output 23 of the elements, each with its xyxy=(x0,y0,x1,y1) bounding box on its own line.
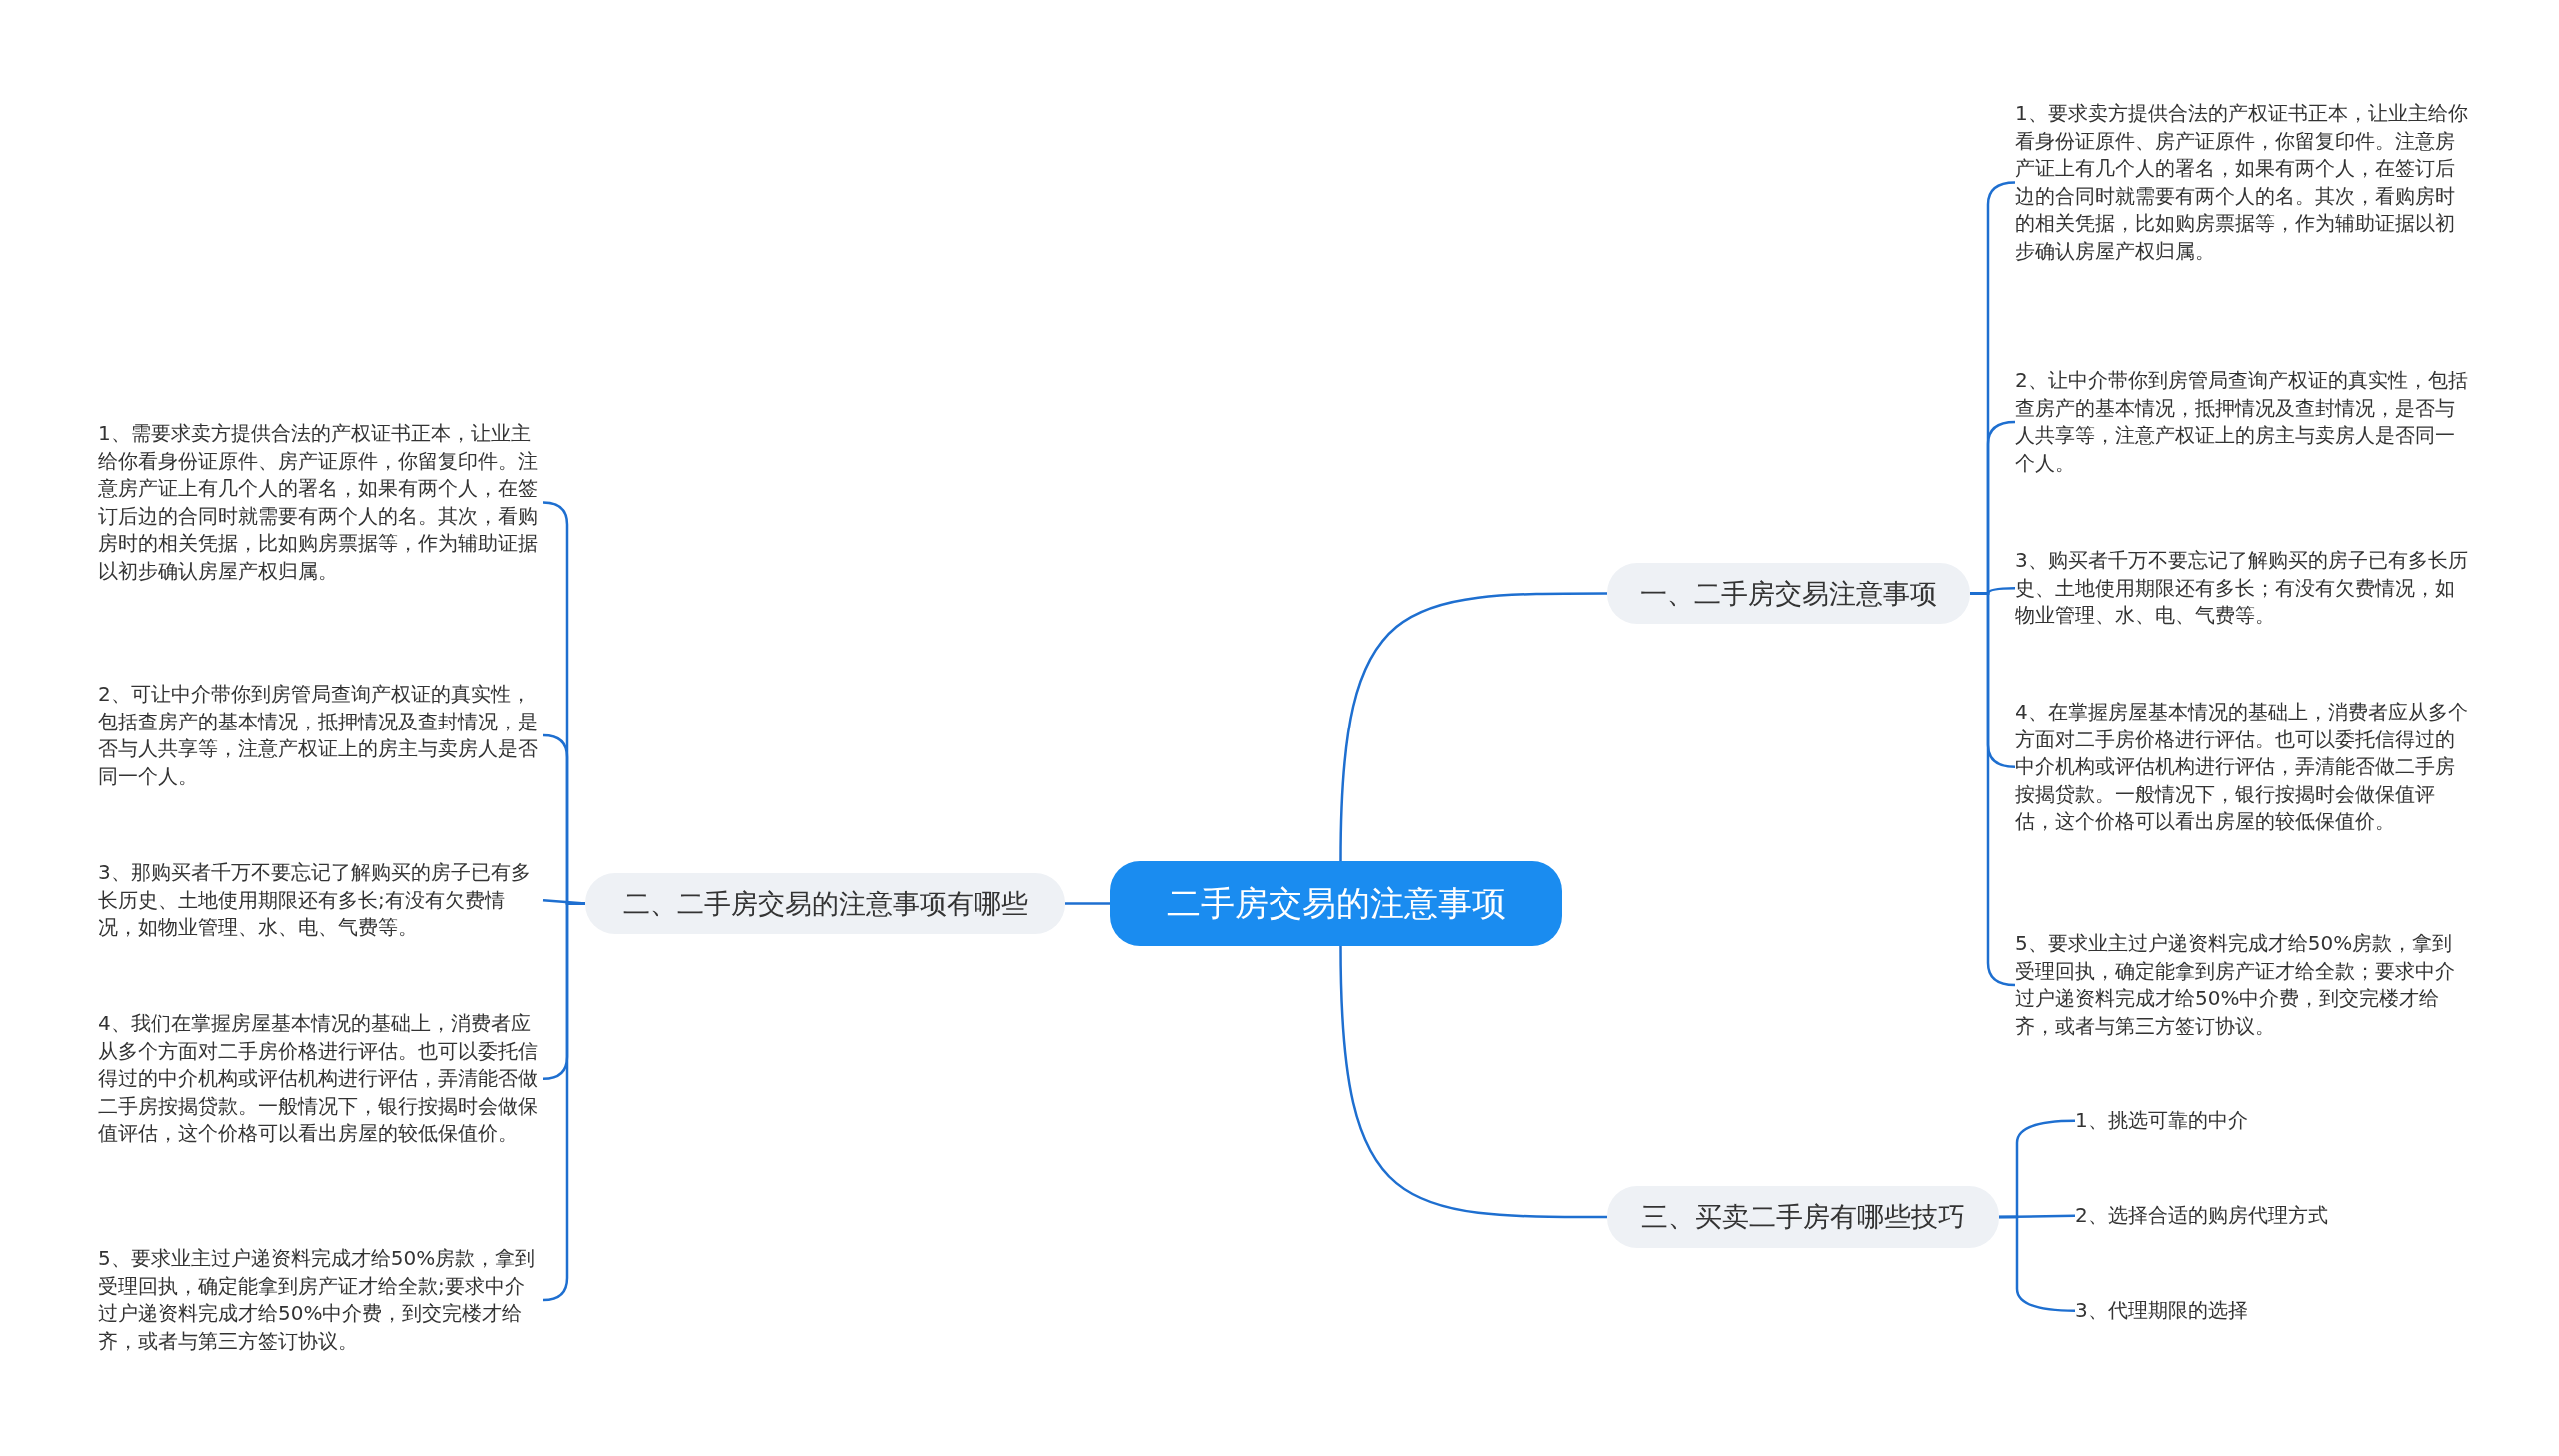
connector xyxy=(1065,902,1110,905)
note-text: 1、挑选可靠的中介 xyxy=(2075,1107,2375,1135)
note-text: 3、购买者千万不要忘记了解购买的房子已有多长历史、土地使用期限还有多长；有没有欠费情况，如物业管理、水、电、气费等。 xyxy=(2015,547,2470,630)
central-topic: 二手房交易的注意事项 xyxy=(1110,861,1562,946)
note-text: 5、要求业主过户递资料完成才给50%房款，拿到受理回执，确定能拿到房产证才给全款;要求中介过户递资料完成才给50%中介费，到交完楼才给齐，或者与第三方签订协议。 xyxy=(98,1245,543,1355)
note-text: 2、选择合适的购房代理方式 xyxy=(2075,1202,2405,1230)
note-text: 3、代理期限的选择 xyxy=(2075,1297,2375,1325)
topic-box: 三、买卖二手房有哪些技巧 xyxy=(1607,1186,1999,1248)
topic-box: 二、二手房交易的注意事项有哪些 xyxy=(585,873,1065,934)
topic-box: 一、二手房交易注意事项 xyxy=(1607,563,1970,624)
note-text: 2、可让中介带你到房管局查询产权证的真实性，包括查房产的基本情况，抵押情况及查封情况，是否与人共享等，注意产权证上的房主与卖房人是否同一个人。 xyxy=(98,681,543,790)
connector xyxy=(1999,1215,2076,1312)
connector xyxy=(1970,592,2016,987)
note-text: 2、让中介带你到房管局查询产权证的真实性，包括查房产的基本情况，抵押情况及查封情况，是否与人共享等，注意产权证上的房主与卖房人是否同一个人。 xyxy=(2015,367,2470,477)
note-text: 3、那购买者千万不要忘记了解购买的房子已有多长历史、土地使用期限还有多长;有没有欠费情况，如物业管理、水、电、气费等。 xyxy=(98,859,543,942)
connector xyxy=(542,902,585,1302)
note-text: 5、要求业主过户递资料完成才给50%房款，拿到受理回执，确定能拿到房产证才给全款；要求中介过户递资料完成才给50%中介费，到交完楼才给齐，或者与第三方签订协议。 xyxy=(2015,930,2470,1040)
note-text: 4、我们在掌握房屋基本情况的基础上，消费者应从多个方面对二手房价格进行评估。也可以委托信得过的中介机构或评估机构进行评估，弄清能否做二手房按揭贷款。一般情况下，银行按揭时会做保值评估，这个价格可以看出房屋的较低保值价。 xyxy=(98,1010,543,1148)
connector xyxy=(1339,945,1607,1219)
note-text: 1、要求卖方提供合法的产权证书正本，让业主给你看身份证原件、房产证原件，你留复印件。注意房产证上有几个人的署名，如果有两个人，在签订后边的合同时就需要有两个人的名。其次，看购房时的相关凭据，比如购房票据等，作为辅助证据以初步确认房屋产权归属。 xyxy=(2015,100,2470,265)
connector xyxy=(1339,592,1607,862)
note-text: 4、在掌握房屋基本情况的基础上，消费者应从多个方面对二手房价格进行评估。也可以委托信得过的中介机构或评估机构进行评估，弄清能否做二手房按揭贷款。一般情况下，银行按揭时会做保值评估，这个价格可以看出房屋的较低保值价。 xyxy=(2015,699,2470,836)
note-text: 1、需要求卖方提供合法的产权证书正本，让业主给你看身份证原件、房产证原件，你留复印件。注意房产证上有几个人的署名，如果有两个人，在签订后边的合同时就需要有两个人的名。其次，看购房时的相关凭据，比如购房票据等，作为辅助证据以初步确认房屋产权归属。 xyxy=(98,420,543,585)
